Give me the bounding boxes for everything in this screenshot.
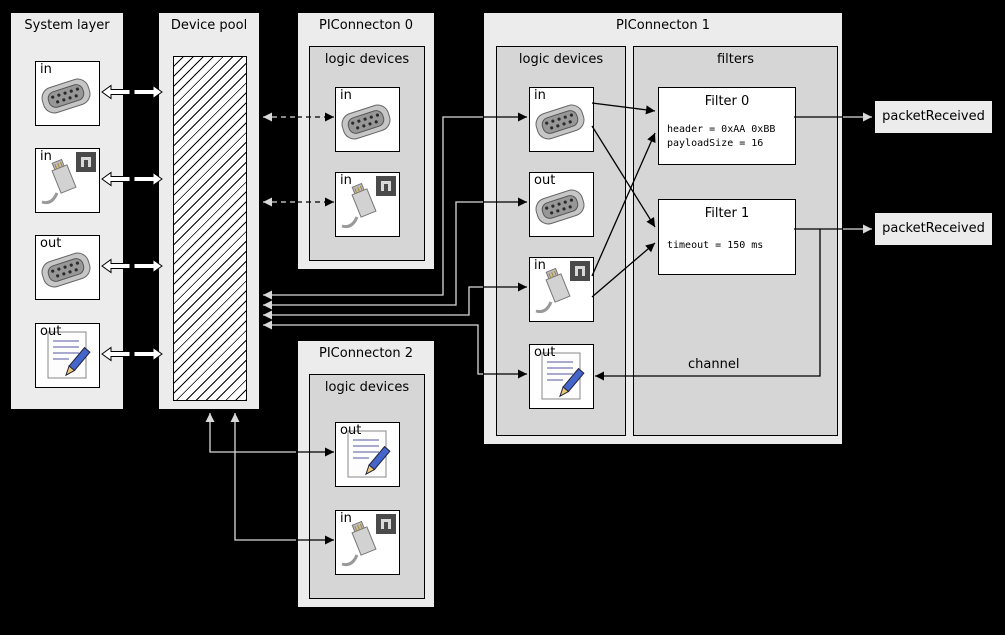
filter-0-title: Filter 0 [704, 94, 750, 109]
piconnecton1-filters: filters Filter 0 header = 0xAA 0xBB payl… [633, 46, 838, 436]
logic-devices-label: logic devices [324, 380, 410, 395]
script-icon [347, 430, 391, 478]
filter-0-box: Filter 0 header = 0xAA 0xBB payloadSize … [658, 87, 796, 165]
logic-devices-label: logic devices [324, 52, 410, 67]
system-layer-panel: System layer in in out [10, 12, 124, 410]
device-label: in [40, 149, 52, 164]
filter-1-param-timeout: timeout = 150 ms [667, 240, 764, 251]
piconnecton2-title: PIConnecton 2 [318, 346, 414, 361]
system-device-in-ethernet: in [35, 148, 100, 213]
system-device-out-serial: out [35, 235, 100, 300]
device-label: in [40, 62, 52, 77]
piconnecton1-panel: PIConnecton 1 logic devices in out [483, 12, 843, 445]
ethernet-icon [535, 261, 590, 314]
pic1-device-in-ethernet: in [529, 257, 594, 322]
piconnecton1-logic-devices: logic devices in out [496, 46, 626, 436]
packet-received-event-0: packetReceived [874, 100, 993, 134]
packet-received-event-1: packetReceived [874, 212, 993, 246]
device-label: out [40, 324, 62, 339]
piconnecton2-panel: PIConnecton 2 logic devices out in [297, 340, 435, 608]
pic0-device-in-ethernet: in [335, 172, 400, 237]
piconnecton0-panel: PIConnecton 0 logic devices in in [297, 12, 435, 270]
system-layer-title: System layer [24, 18, 110, 33]
device-pool-panel: Device pool [158, 12, 260, 410]
filter-0-param-payloadsize: payloadSize = 16 [667, 138, 764, 149]
pic2-device-out-script: out [335, 422, 400, 487]
serial-port-icon [535, 189, 585, 225]
piconnecton0-title: PIConnecton 0 [318, 18, 414, 33]
device-label: out [534, 173, 556, 188]
pic2-device-in-ethernet: in [335, 510, 400, 575]
serial-port-icon [41, 78, 91, 114]
piconnecton1-title: PIConnecton 1 [615, 18, 711, 33]
piconnecton0-logic-devices: logic devices in in [309, 46, 425, 261]
filter-1-title: Filter 1 [704, 206, 750, 221]
ethernet-icon [41, 152, 96, 205]
device-label: in [534, 88, 546, 103]
piconnecton2-logic-devices: logic devices out in [309, 374, 425, 599]
device-pool-hatch [173, 56, 247, 401]
device-label: out [534, 345, 556, 360]
device-label: in [340, 88, 352, 103]
device-label: in [340, 173, 352, 188]
pic0-device-in-serial: in [335, 87, 400, 152]
device-pool-title: Device pool [170, 18, 248, 33]
device-label: in [340, 511, 352, 526]
filter-0-param-header: header = 0xAA 0xBB [667, 124, 776, 135]
pic1-device-in-serial: in [529, 87, 594, 152]
serial-port-icon [535, 104, 585, 140]
channel-label: channel [688, 357, 740, 372]
script-icon [541, 352, 585, 400]
serial-port-icon [41, 252, 91, 288]
filter-1-box: Filter 1 timeout = 150 ms [658, 199, 796, 275]
script-icon [47, 331, 91, 379]
device-label: out [340, 423, 362, 438]
device-label: in [534, 258, 546, 273]
ethernet-icon [341, 514, 396, 567]
system-device-out-script: out [35, 323, 100, 388]
pic1-device-out-serial: out [529, 172, 594, 237]
system-device-in-serial: in [35, 61, 100, 126]
filters-label: filters [716, 52, 754, 67]
pic1-device-out-script: out [529, 344, 594, 409]
logic-devices-label: logic devices [518, 52, 604, 67]
device-label: out [40, 236, 62, 251]
